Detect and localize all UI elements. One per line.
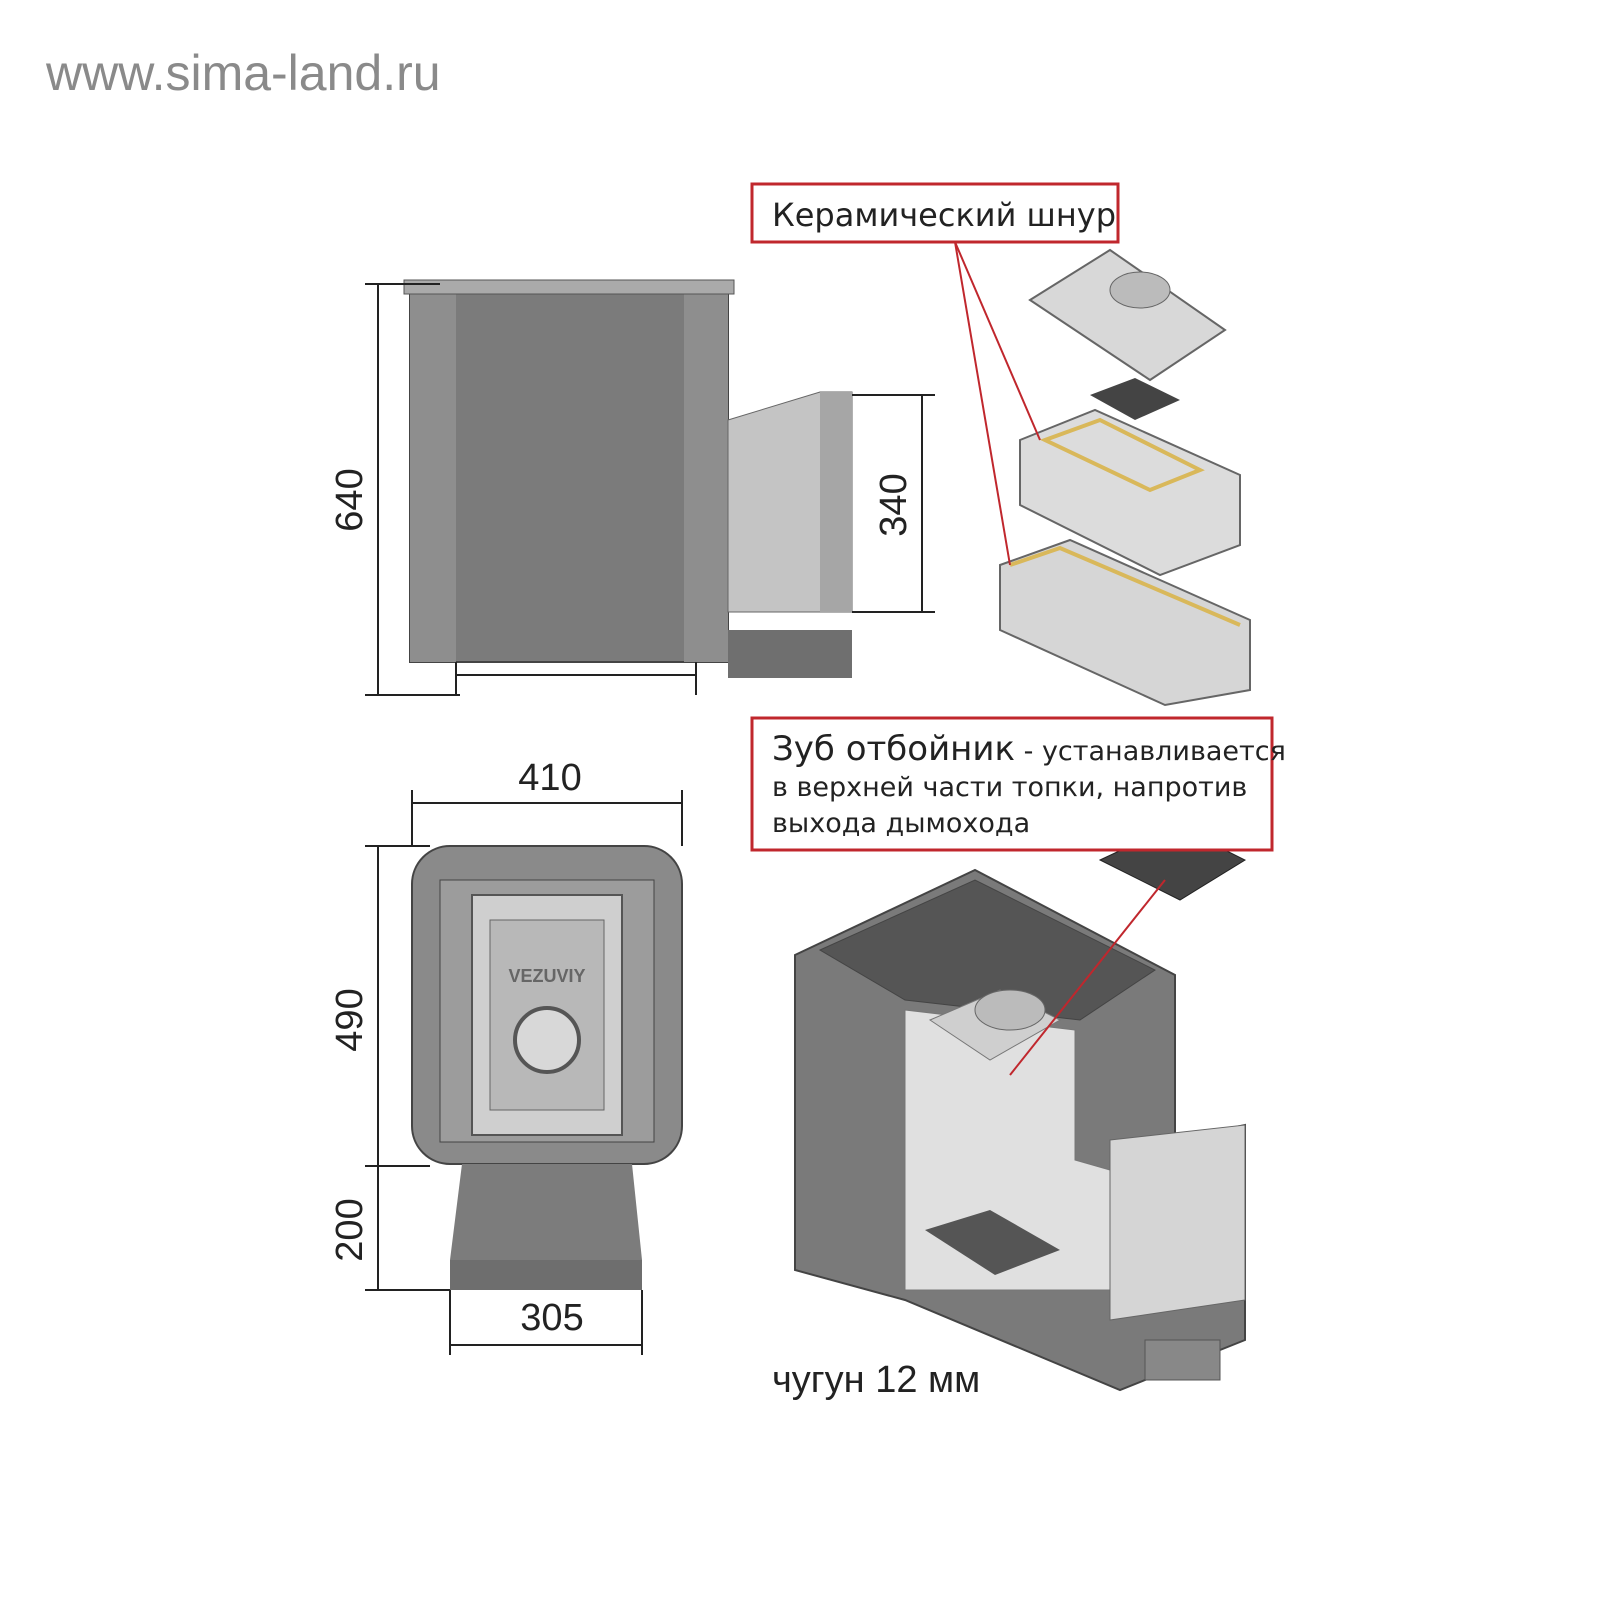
baffle-label-line1: Зуб отбойник - устанавливается: [772, 729, 1286, 769]
side-view: 640 340: [329, 279, 935, 696]
dim-490: 490: [329, 988, 371, 1051]
dim-200: 200: [329, 1198, 371, 1261]
dim-340: 340: [873, 473, 915, 536]
material-note: чугун 12 мм: [772, 1359, 980, 1401]
cutaway-view: [794, 868, 1246, 1392]
watermark: www.sima-land.ru: [45, 45, 441, 101]
dim-640: 640: [329, 468, 371, 531]
baffle-label-line2: в верхней части топки, напротив: [772, 772, 1247, 803]
top-view: VEZUVIY 410 490 200 305: [329, 757, 683, 1355]
baffle-label-line3: выхода дымохода: [772, 808, 1030, 839]
ceramic-cord-label: Керамический шнур: [772, 196, 1116, 234]
dim-305: 305: [520, 1297, 583, 1339]
dim-410: 410: [518, 757, 581, 799]
exploded-view: [999, 248, 1251, 707]
vezuviy-logo: VEZUVIY: [508, 966, 585, 986]
ceramic-cord-callout: [750, 182, 1120, 244]
baffle-callout: [750, 716, 1274, 852]
